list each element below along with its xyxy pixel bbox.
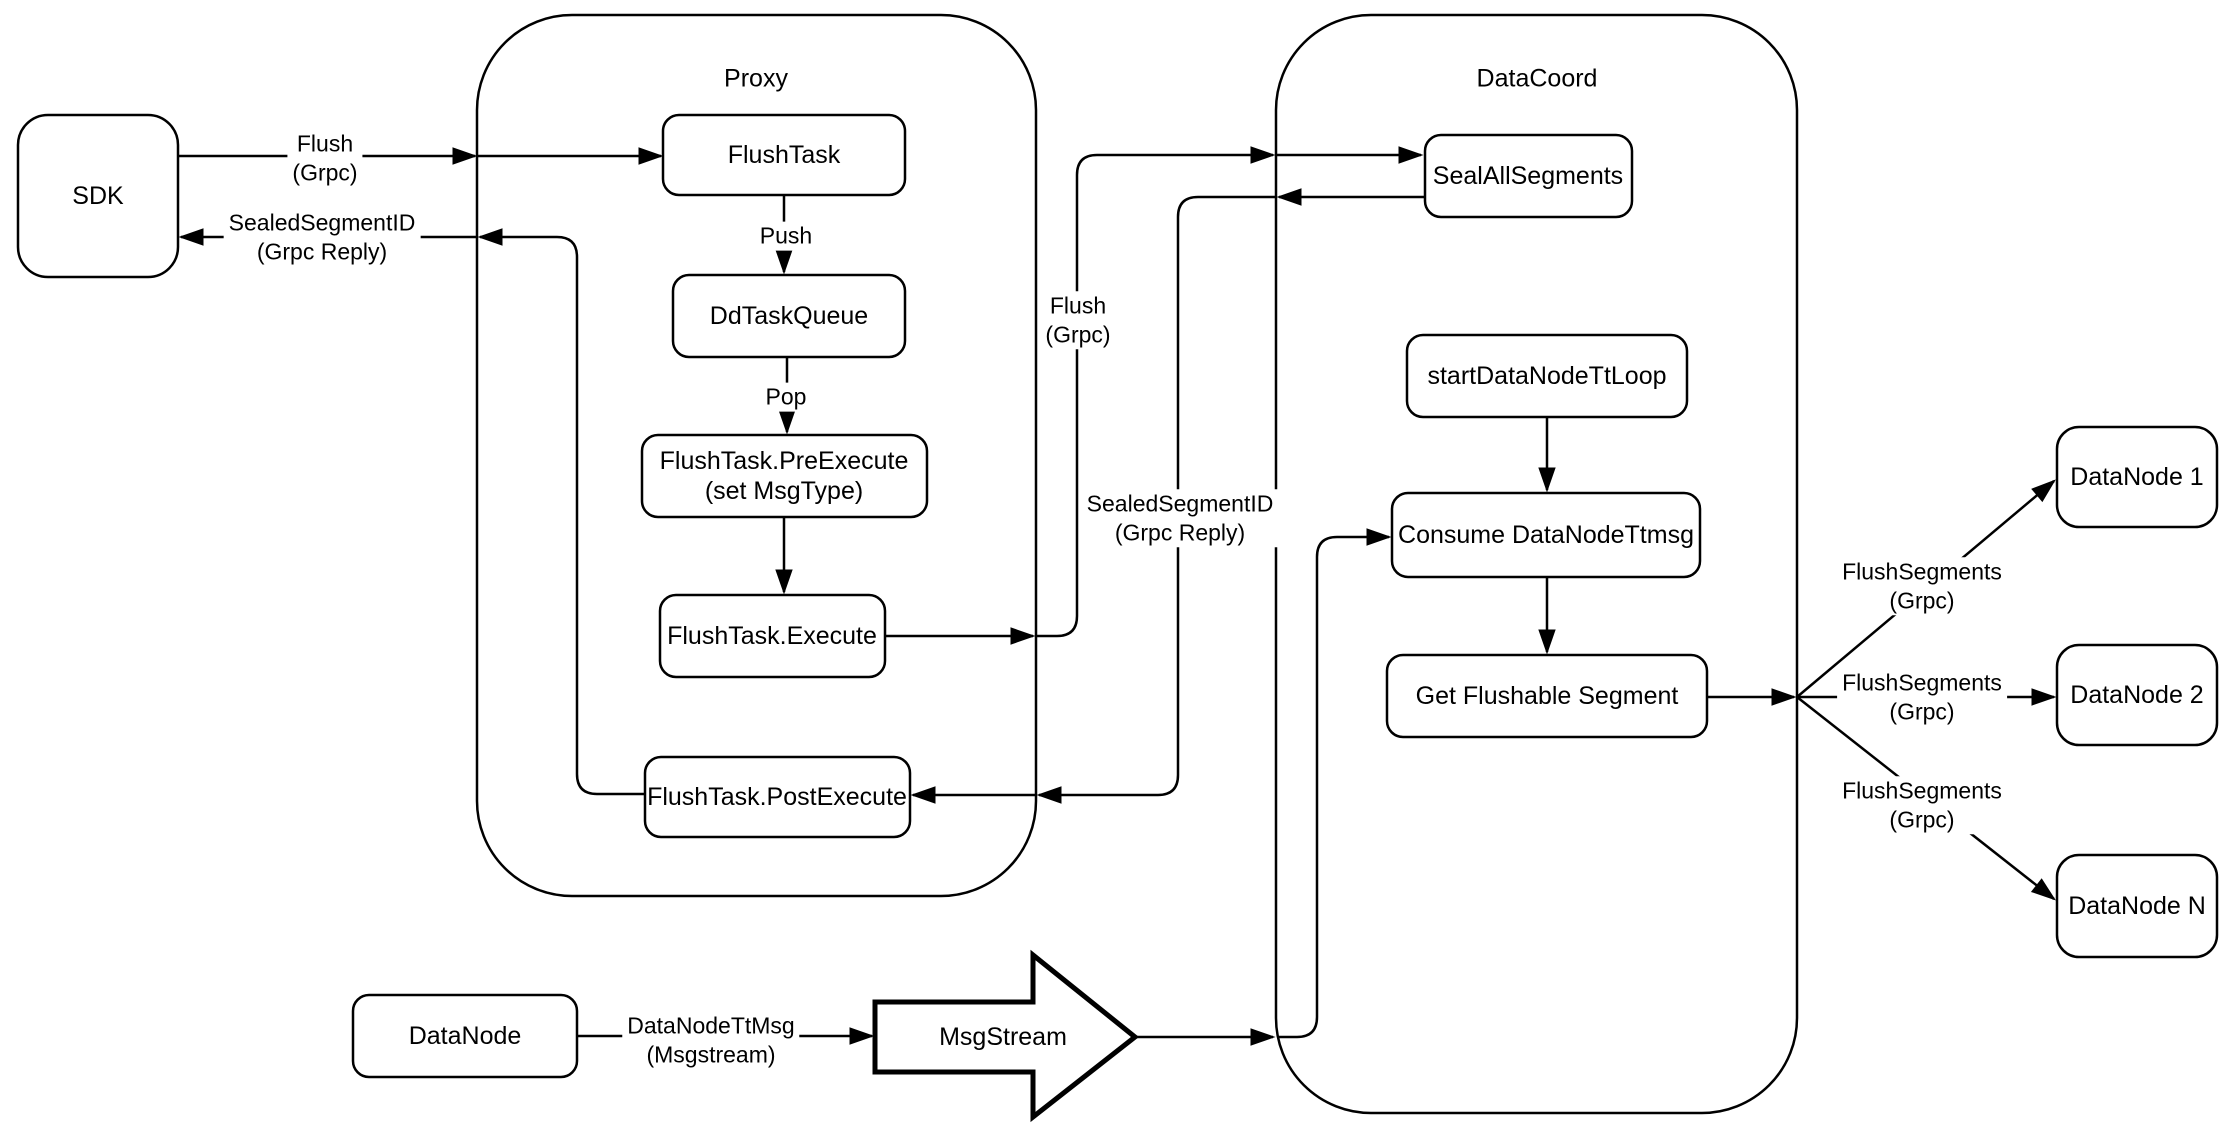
preexecute-label: FlushTask.PreExecute (set MsgType) xyxy=(660,446,909,506)
datanode2-label: DataNode 2 xyxy=(2070,681,2204,709)
sealallsegments-node xyxy=(1423,133,1634,219)
push-label: Push xyxy=(754,221,818,251)
msgstream-block-arrow xyxy=(872,949,1140,1123)
startdatanodettloop-label: startDataNodeTtLoop xyxy=(1427,362,1667,390)
preexecute-label-line2: (set MsgType) xyxy=(704,477,864,505)
datanoden-node xyxy=(2055,853,2219,959)
consumedatanodettmsg-label: Consume DataNodeTtmsg xyxy=(1398,521,1694,549)
flushtask-node xyxy=(661,113,907,197)
proxy-title: Proxy xyxy=(724,64,788,93)
startdatanodettloop-node xyxy=(1405,333,1689,419)
flush-grpc-mid-label: Flush (Grpc) xyxy=(1040,291,1116,349)
consumedatanodettmsg-node xyxy=(1390,491,1702,579)
datanode1-label: DataNode 1 xyxy=(2070,463,2204,491)
preexecute-label-line1: FlushTask.PreExecute xyxy=(659,447,909,475)
ddtaskqueue-label: DdTaskQueue xyxy=(709,302,869,330)
edge-flush-riser-to-datacoord xyxy=(1036,146,1276,638)
datacoord-container xyxy=(1274,13,1799,1115)
flushsegments-1-label: FlushSegments (Grpc) xyxy=(1837,557,2007,615)
sdk-label: SDK xyxy=(72,182,124,210)
pop-label: Pop xyxy=(760,382,812,412)
postexecute-label: FlushTask.PostExecute xyxy=(647,783,907,811)
sealedsegmentid-mid-label: SealedSegmentID (Grpc Reply) xyxy=(1081,489,1279,547)
sdk-node xyxy=(16,113,180,279)
edge-postexecute-to-proxy-edge xyxy=(477,228,645,796)
getflushablesegment-node xyxy=(1385,653,1709,739)
datanode2-node xyxy=(2055,643,2219,747)
datanodettmsg-label: DataNodeTtMsg (Msgstream) xyxy=(622,1011,800,1069)
datanode-source-label: DataNode xyxy=(408,1022,522,1050)
datanode-source-node xyxy=(351,993,579,1079)
flush-grpc-sdk-label: Flush (Grpc) xyxy=(287,129,363,187)
msgstream-label: MsgStream xyxy=(939,1023,1067,1051)
flushsegments-3-label: FlushSegments (Grpc) xyxy=(1837,776,2007,834)
flushsegments-2-label: FlushSegments (Grpc) xyxy=(1837,668,2007,726)
execute-node xyxy=(658,593,887,679)
execute-label: FlushTask.Execute xyxy=(667,622,877,650)
datanode1-node xyxy=(2055,425,2219,529)
edge-msgstream-riser-to-consume xyxy=(1277,528,1392,1039)
ddtaskqueue-node xyxy=(671,273,907,359)
sealallsegments-label: SealAllSegments xyxy=(1432,162,1624,190)
datacoord-title: DataCoord xyxy=(1476,64,1598,93)
datanoden-label: DataNode N xyxy=(2068,892,2206,920)
flushtask-label: FlushTask xyxy=(727,141,841,169)
postexecute-node xyxy=(643,755,912,839)
sealedsegmentid-sdk-label: SealedSegmentID (Grpc Reply) xyxy=(223,208,421,266)
preexecute-node xyxy=(640,433,929,519)
proxy-container xyxy=(475,13,1038,898)
getflushablesegment-label: Get Flushable Segment xyxy=(1415,682,1679,710)
